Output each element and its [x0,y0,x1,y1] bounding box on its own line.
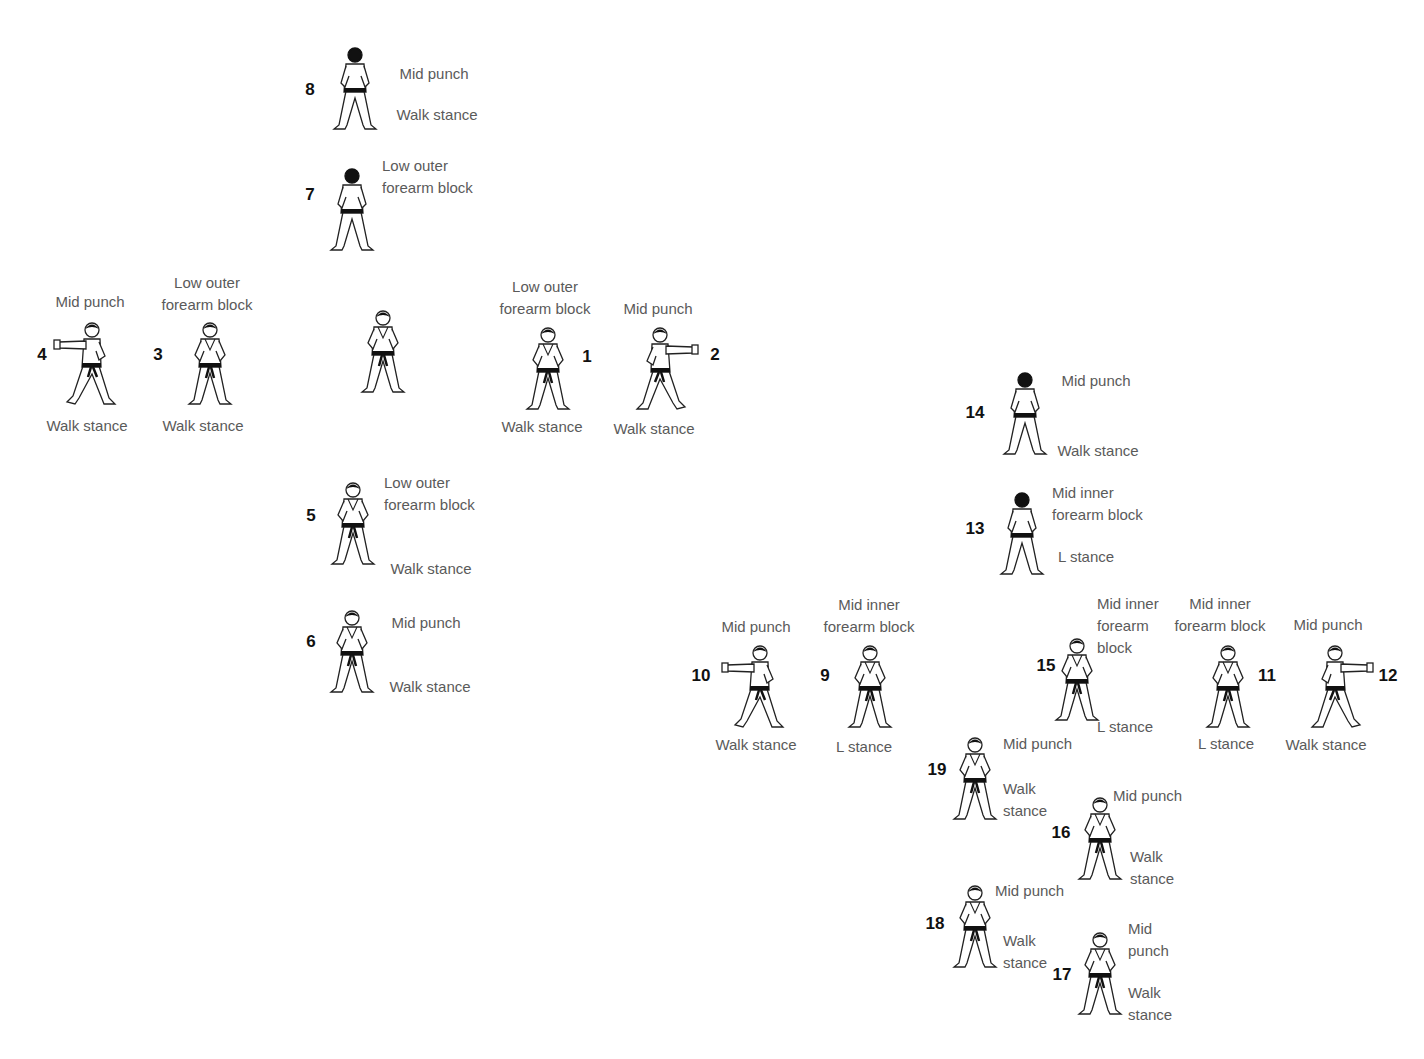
cross-fill [660,338,1424,1059]
technique-label: Low outer forearm block [384,472,494,516]
cross-outline [660,338,1424,1059]
technique-label: Mid punch [1278,614,1378,636]
stance-label: L stance [1186,733,1266,755]
technique-label: Mid inner forearm block [1052,482,1162,526]
technique-label: Low outer forearm block [382,155,492,199]
technique-label: Mid punch [995,880,1075,902]
callout-number: 18 [923,913,947,935]
kata-cross: 14Mid punchWalk stance13Mid inner forear… [660,338,1424,1059]
cross-shadow [664,342,1424,1059]
callout-number: 3 [148,344,168,366]
technique-label: Mid punch [1041,370,1151,392]
callout-number: 12 [1376,665,1400,687]
technique-label: Mid inner forearm block [1097,593,1167,659]
stance-label: Walk stance [1128,982,1184,1026]
stance-label: L stance [1046,546,1126,568]
technique-label: Mid punch [374,63,494,85]
cross-shadow [14,19,792,741]
callout-number: 4 [32,344,52,366]
stance-label: Walk stance [1003,930,1059,974]
callout-number: 8 [300,79,320,101]
callout-number: 9 [815,665,835,687]
technique-label: Mid punch [371,612,481,634]
stance-label: L stance [1097,716,1177,738]
callout-number: 16 [1049,822,1073,844]
technique-label: Low outer forearm block [152,272,262,316]
stance-label: Walk stance [376,558,486,580]
stance-label: Walk stance [1130,846,1186,890]
callout-number: 17 [1050,964,1074,986]
stance-label: Walk stance [1043,440,1153,462]
technique-label: Mid punch [35,291,145,313]
callout-number: 5 [301,505,321,527]
stance-label: Walk stance [1003,778,1059,822]
callout-number: 19 [925,759,949,781]
stance-label: Walk stance [1276,734,1376,756]
callout-number: 6 [301,631,321,653]
stance-label: Walk stance [706,734,806,756]
stance-label: Walk stance [153,415,253,437]
stance-label: Walk stance [492,416,592,438]
stance-label: Walk stance [375,676,485,698]
callout-number: 7 [300,184,320,206]
stance-label: L stance [824,736,904,758]
technique-label: Mid punch [1003,733,1083,755]
callout-number: 13 [963,518,987,540]
callout-number: 2 [705,344,725,366]
technique-label: Mid punch [706,616,806,638]
technique-label: Low outer forearm block [490,276,600,320]
callout-number: 11 [1255,665,1279,687]
callout-number: 1 [577,346,597,368]
technique-label: Mid punch [608,298,708,320]
stance-label: Walk stance [604,418,704,440]
technique-label: Mid punch [1113,785,1193,807]
technique-label: Mid inner forearm block [1168,593,1272,637]
cross-fill [10,15,788,737]
cross-outline [10,15,792,741]
stance-label: Walk stance [32,415,142,437]
callout-number: 10 [689,665,713,687]
stance-label: Walk stance [377,104,497,126]
kata-cross: 8Mid punchWalk stance7Low outer forearm … [10,15,792,741]
callout-number: 14 [963,402,987,424]
technique-label: Mid punch [1128,918,1178,962]
callout-number: 15 [1034,655,1058,677]
technique-label: Mid inner forearm block [814,594,924,638]
